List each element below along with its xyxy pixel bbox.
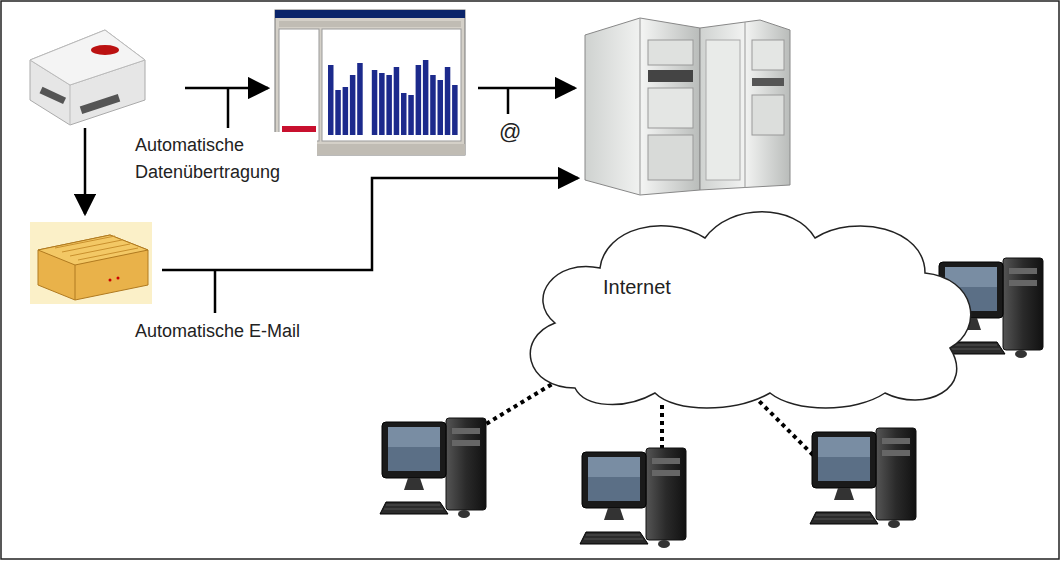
datalogger	[30, 30, 145, 125]
computer	[580, 448, 686, 548]
cloud-outline	[505, 188, 995, 413]
cloud-node: Internet	[505, 188, 995, 413]
annotation-label: Automatische Datenübertragung	[133, 132, 317, 186]
modem	[30, 222, 152, 304]
annotation-label: @	[497, 118, 523, 145]
server-cabinet	[585, 18, 790, 195]
annotation-label: Automatische E-Mail	[133, 318, 302, 345]
arrows	[85, 88, 578, 313]
cloud-label: Internet	[603, 276, 671, 299]
computer	[380, 418, 486, 518]
computer	[810, 428, 916, 528]
